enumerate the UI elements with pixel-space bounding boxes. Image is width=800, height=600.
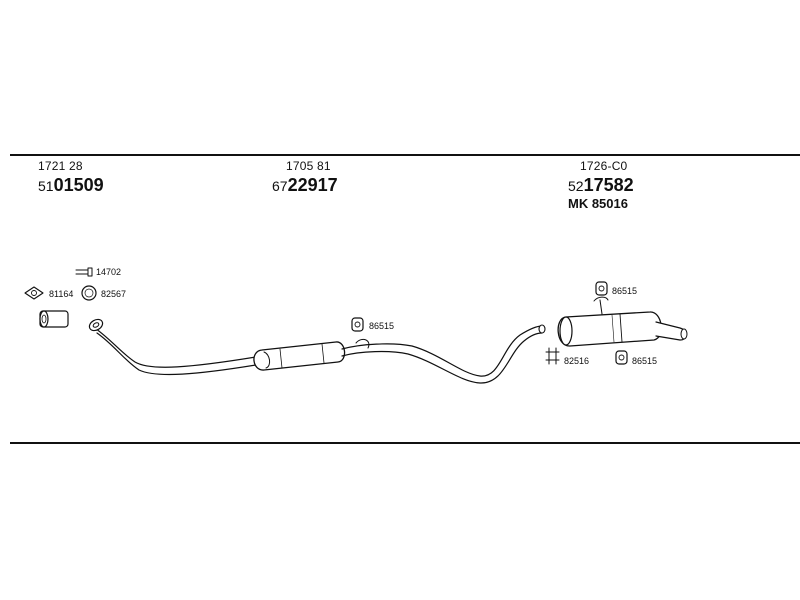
callout-hanger-rear-bottom: 86515 — [632, 356, 657, 366]
hanger-rear-top-icon — [595, 281, 608, 296]
assembly-middle-silencer: 1705 81 6722917 — [272, 160, 338, 194]
assembly-rear-silencer: 1726-C0 5217582 MK 85016 — [568, 160, 634, 210]
callout-ring: 82567 — [101, 289, 126, 299]
bottom-divider — [10, 442, 800, 444]
mounting-kit-number: MK 85016 — [568, 196, 628, 211]
assembly-code: 1705 81 — [286, 159, 331, 173]
middle-silencer — [253, 341, 346, 371]
callout-gasket: 81164 — [49, 289, 73, 299]
callout-hanger-rear-top: 86515 — [612, 286, 637, 296]
assembly-code: 1721 28 — [38, 159, 83, 173]
assembly-part-number: 5101509 — [38, 175, 104, 195]
assembly-part-number: 5217582 — [568, 175, 634, 195]
callout-clamp-rear: 82516 — [564, 356, 589, 366]
sealing-ring-icon — [81, 285, 97, 301]
hanger-mid-icon — [351, 317, 364, 332]
bolt-icon — [75, 267, 93, 277]
callout-hanger-mid: 86515 — [369, 321, 394, 331]
clamp-icon — [545, 347, 560, 365]
assembly-part-number: 6722917 — [272, 175, 338, 195]
assembly-code: 1726-C0 — [580, 159, 628, 173]
rubber-mount — [39, 310, 69, 328]
rear-silencer — [557, 296, 688, 347]
middle-pipe — [341, 324, 546, 384]
gasket-icon — [24, 286, 44, 300]
callout-bolt: 14702 — [96, 267, 121, 277]
assembly-front-pipe: 1721 28 5101509 — [38, 160, 104, 194]
top-divider — [10, 154, 800, 156]
front-pipe — [88, 318, 263, 376]
hanger-rear-bottom-icon — [615, 350, 628, 365]
